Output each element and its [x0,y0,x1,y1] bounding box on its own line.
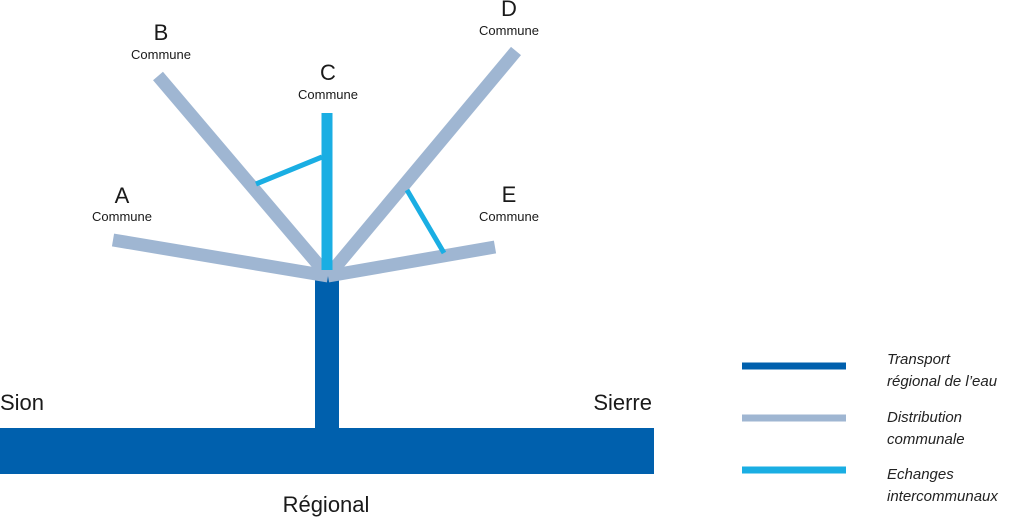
legend-label-communal-1: Distribution [887,409,962,426]
branch-e [326,240,497,283]
exchange-d-e [404,188,447,255]
commune-d-label: Commune [479,23,539,38]
city-left: Sion [0,390,44,415]
commune-e-label: Commune [479,209,539,224]
commune-c-label: Commune [298,87,358,102]
city-right: Sierre [593,390,652,415]
exchange-b-c [255,154,323,187]
regional-main-pipe [0,428,654,474]
branch-b [153,71,333,281]
commune-a-letter: A [115,183,130,208]
commune-d-letter: D [501,0,517,21]
legend: Transport régional de l’eau Distribution… [742,351,998,505]
regional-label: Régional [283,492,370,517]
commune-b-letter: B [154,20,169,45]
commune-e-letter: E [502,182,517,207]
branch-a [111,233,330,283]
commune-a-label: Commune [92,209,152,224]
legend-label-exchange-1: Echanges [887,466,954,483]
commune-c-letter: C [320,60,336,85]
regional-trunk [315,276,339,430]
commune-b-label: Commune [131,47,191,62]
legend-label-regional-1: Transport [887,351,951,368]
legend-label-communal-2: communale [887,431,965,448]
legend-label-exchange-2: intercommunaux [887,488,998,505]
legend-label-regional-2: régional de l’eau [887,373,998,390]
branch-d [323,46,521,281]
